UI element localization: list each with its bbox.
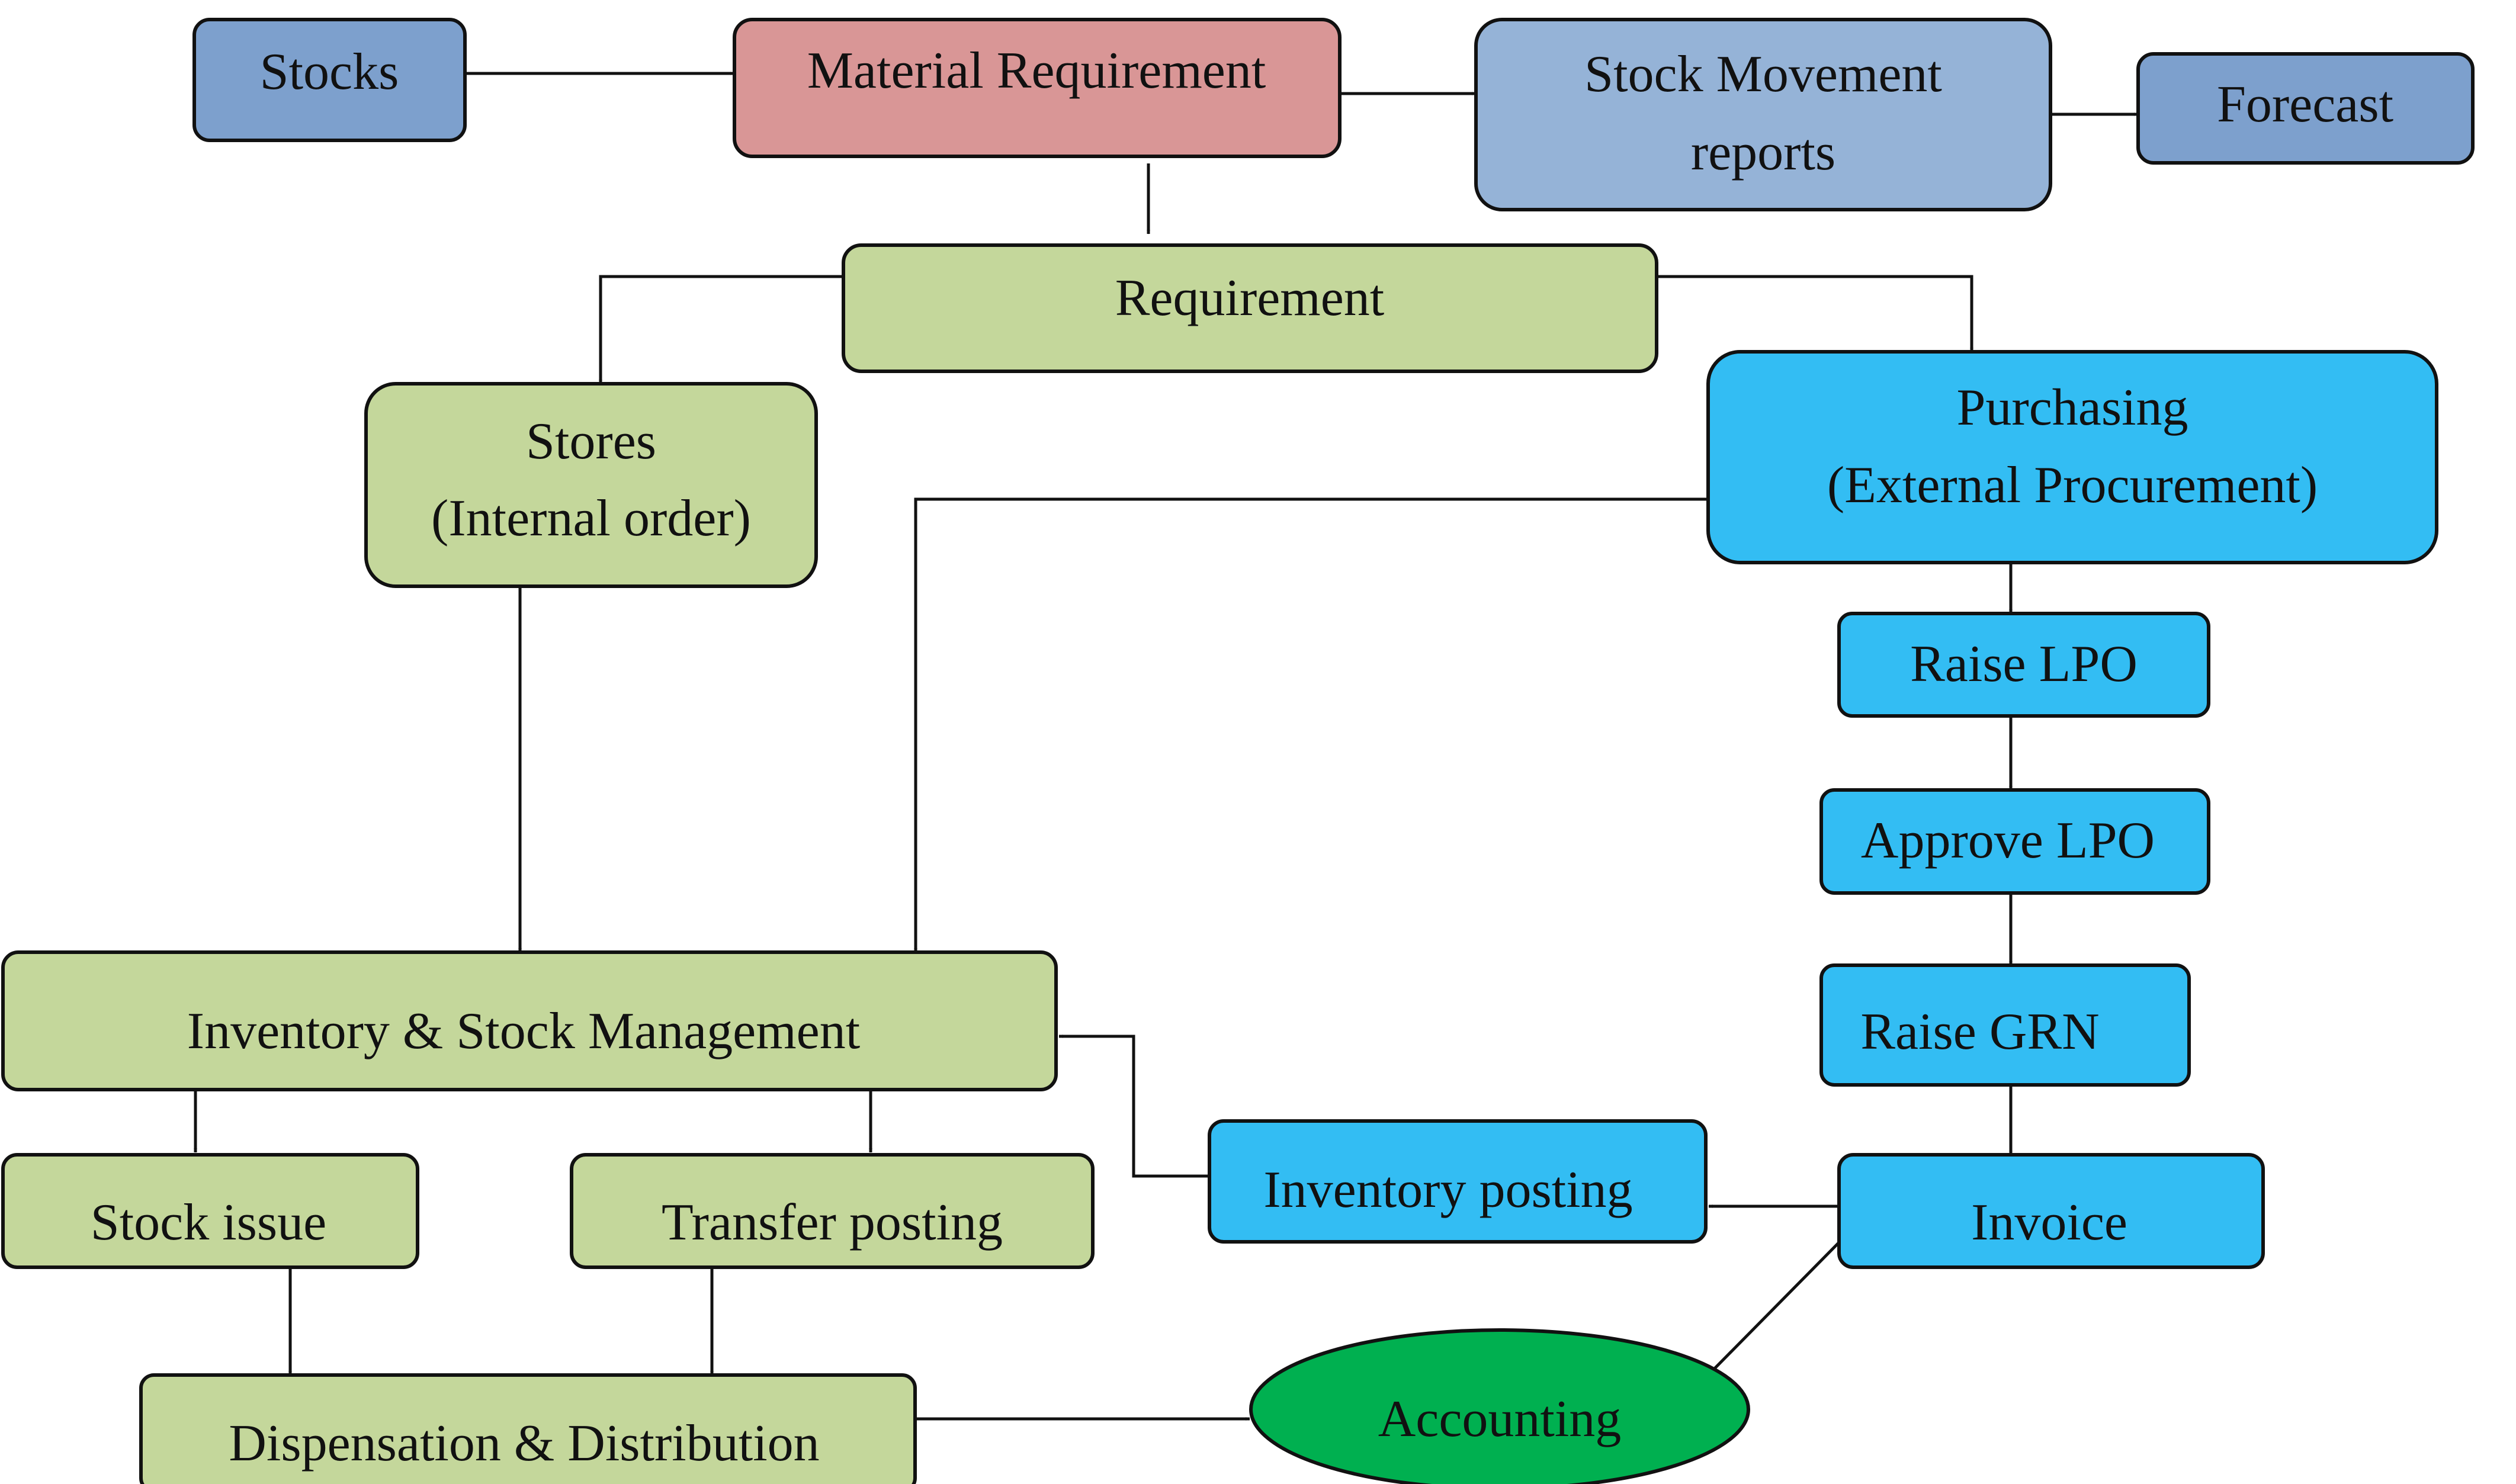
edges: [194, 72, 2139, 1421]
node-accounting-shape: [1249, 1328, 1750, 1484]
node-stocks[interactable]: Stocks: [192, 18, 467, 142]
node-invoice-label: Invoice: [1971, 1194, 2127, 1251]
node-accounting[interactable]: Accounting: [1249, 1328, 1750, 1484]
node-dispensation-distribution[interactable]: Dispensation & Distribution: [139, 1373, 917, 1484]
node-inventory-posting[interactable]: Inventory posting: [1208, 1119, 1708, 1244]
node-stock-movement-reports-shape: [1474, 18, 2052, 211]
node-invoice[interactable]: Invoice: [1837, 1153, 2265, 1269]
node-inventory-posting-label: Inventory posting: [1263, 1161, 1632, 1219]
node-approve-lpo[interactable]: Approve LPO: [1819, 788, 2210, 895]
edge-purchasing-to-inventory-stock-management: [914, 497, 1708, 953]
node-dispensation-distribution-label: Dispensation & Distribution: [229, 1415, 819, 1472]
node-stock-movement-reports-label-line2: reports: [1691, 124, 1835, 181]
edge-requirement-to-stores: [599, 275, 843, 384]
node-stores-label-line2: (Internal order): [431, 490, 751, 547]
node-approve-lpo-label: Approve LPO: [1861, 812, 2155, 869]
node-transfer-posting[interactable]: Transfer posting: [570, 1153, 1095, 1269]
node-raise-grn-label: Raise GRN: [1860, 1003, 2099, 1061]
node-purchasing[interactable]: Purchasing (External Procurement): [1706, 350, 2438, 564]
nodes: Stocks Material Requirement Stock Moveme…: [1, 18, 2475, 1484]
node-purchasing-label-line2: (External Procurement): [1827, 457, 2318, 514]
node-inventory-stock-management-shape: [1, 950, 1058, 1091]
node-stock-movement-reports[interactable]: Stock Movement reports: [1474, 18, 2052, 211]
node-invoice-shape: [1837, 1153, 2265, 1269]
node-purchasing-shape: [1706, 350, 2438, 564]
node-stores[interactable]: Stores (Internal order): [364, 382, 818, 588]
node-requirement[interactable]: Requirement: [842, 243, 1658, 373]
node-purchasing-label-line1: Purchasing: [1956, 379, 2188, 436]
node-transfer-posting-label: Transfer posting: [662, 1194, 1003, 1251]
node-requirement-shape: [842, 243, 1658, 373]
node-inventory-stock-management-label: Inventory & Stock Management: [187, 1003, 860, 1060]
node-forecast-label: Forecast: [2217, 76, 2393, 133]
node-stocks-shape: [192, 18, 467, 142]
node-raise-grn-shape: [1819, 963, 2191, 1087]
node-forecast[interactable]: Forecast: [2136, 52, 2475, 165]
node-stock-movement-reports-label-line1: Stock Movement: [1584, 46, 1942, 103]
node-stores-label-line1: Stores: [526, 413, 656, 470]
node-requirement-label: Requirement: [1115, 269, 1385, 327]
node-stores-shape: [364, 382, 818, 588]
node-raise-lpo[interactable]: Raise LPO: [1837, 612, 2210, 718]
node-inventory-posting-shape: [1208, 1119, 1708, 1244]
node-material-requirement-shape: [733, 18, 1342, 158]
node-material-requirement-label: Material Requirement: [807, 42, 1266, 99]
node-inventory-stock-management[interactable]: Inventory & Stock Management: [1, 950, 1058, 1091]
node-material-requirement[interactable]: Material Requirement: [733, 18, 1342, 158]
node-accounting-label: Accounting: [1378, 1390, 1622, 1448]
node-raise-lpo-label: Raise LPO: [1910, 635, 2138, 693]
node-approve-lpo-shape: [1819, 788, 2210, 895]
node-stock-issue-shape: [1, 1153, 419, 1269]
edge-requirement-to-purchasing: [1657, 275, 1973, 352]
node-raise-grn[interactable]: Raise GRN: [1819, 963, 2191, 1087]
node-dispensation-distribution-shape: [139, 1373, 917, 1484]
node-forecast-shape: [2136, 52, 2475, 165]
node-raise-lpo-shape: [1837, 612, 2210, 718]
edge-invoice-to-accounting: [1707, 1241, 1840, 1376]
node-stock-issue[interactable]: Stock issue: [1, 1153, 419, 1269]
edge-inventory-posting-to-inventory-stock-management: [1058, 1035, 1209, 1178]
node-transfer-posting-shape: [570, 1153, 1095, 1269]
node-stock-issue-label: Stock issue: [91, 1194, 326, 1251]
node-stocks-label: Stocks: [260, 43, 399, 101]
